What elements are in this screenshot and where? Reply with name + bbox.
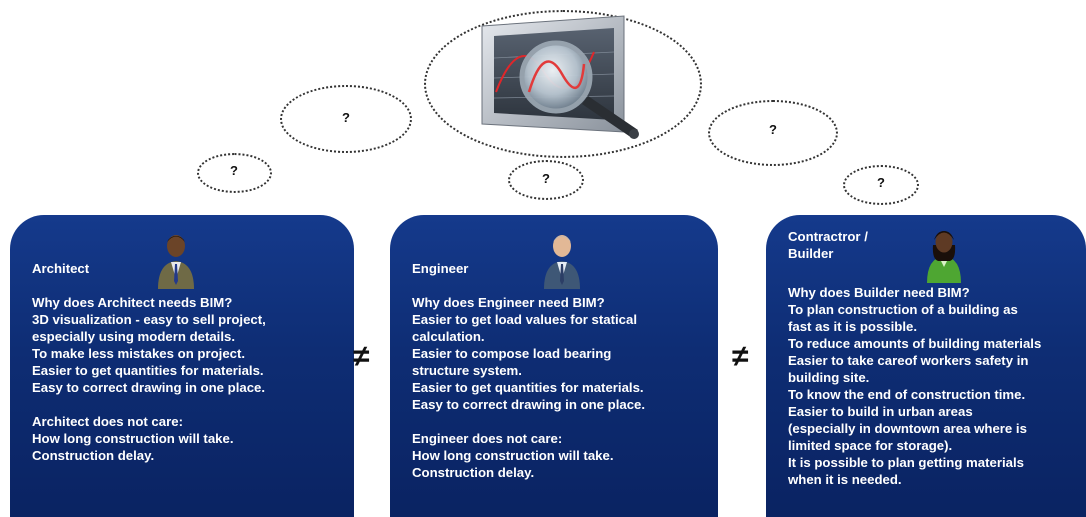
contractor-title-line2: Builder (788, 246, 834, 261)
contractor-title-line1: Contractror / (788, 229, 868, 244)
text-line: when it is needed. (788, 472, 902, 487)
text-line: Easier to build in urban areas (788, 404, 973, 419)
text-line: To reduce amounts of building materials (788, 336, 1042, 351)
text-line: Easier to compose load bearing (412, 346, 612, 361)
text-line: (especially in downtown area where is (788, 421, 1027, 436)
text-line: Engineer does not care: (412, 431, 563, 446)
question-mark: ? (542, 171, 550, 186)
text-line: Easy to correct drawing in one place. (412, 397, 646, 412)
architect-avatar-icon (154, 229, 198, 293)
text-line: Construction delay. (32, 448, 155, 463)
text-line: To know the end of construction time. (788, 387, 1026, 402)
contractor-avatar-icon (922, 225, 966, 287)
text-line: calculation. (412, 329, 485, 344)
text-line: Easier to take careof workers safety in (788, 353, 1029, 368)
text-line: Why does Architect needs BIM? (32, 295, 233, 310)
text-line: Why does Engineer need BIM? (412, 295, 605, 310)
text-line: Construction delay. (412, 465, 535, 480)
thought-bubble-center-main (424, 10, 702, 158)
text-line: structure system. (412, 363, 522, 378)
text-line: 3D visualization - easy to sell project, (32, 312, 266, 327)
engineer-avatar-icon (540, 229, 584, 293)
not-equal-sign: ≠ (732, 340, 749, 373)
thought-bubble-left-large (280, 85, 412, 153)
contractor-card: Contractror / Builder Why does Builder n… (766, 215, 1086, 517)
text-line: To make less mistakes on project. (32, 346, 246, 361)
question-mark: ? (230, 163, 238, 178)
not-equal-sign: ≠ (353, 340, 370, 373)
thought-bubble-right-large (708, 100, 838, 166)
text-line: limited space for storage). (788, 438, 953, 453)
text-line: Easy to correct drawing in one place. (32, 380, 266, 395)
question-mark: ? (769, 122, 777, 137)
text-line: It is possible to plan getting materials (788, 455, 1024, 470)
engineer-card: Engineer Why does Engineer need BIM? Eas… (390, 215, 718, 517)
text-line: fast as it is possible. (788, 319, 917, 334)
text-line: Easier to get quantities for materials. (32, 363, 264, 378)
architect-text: Why does Architect needs BIM? 3D visuali… (32, 294, 346, 464)
question-mark: ? (342, 110, 350, 125)
thought-bubble-right-small (843, 165, 919, 205)
architect-card: Architect Why does Architect needs BIM? … (10, 215, 354, 517)
text-line: Easier to get load values for statical (412, 312, 637, 327)
architect-title: Architect (32, 261, 90, 276)
question-mark: ? (877, 175, 885, 190)
thought-bubble-center-small (508, 160, 584, 200)
bim-magnifier-icon (474, 12, 664, 152)
engineer-text: Why does Engineer need BIM? Easier to ge… (412, 294, 710, 481)
text-line: How long construction will take. (32, 431, 234, 446)
text-line: building site. (788, 370, 870, 385)
text-line: To plan construction of a building as (788, 302, 1018, 317)
contractor-text: Why does Builder need BIM? To plan const… (788, 284, 1078, 488)
text-line: especially using modern details. (32, 329, 236, 344)
text-line: Why does Builder need BIM? (788, 285, 970, 300)
text-line: Architect does not care: (32, 414, 183, 429)
text-line: Easier to get quantities for materials. (412, 380, 644, 395)
engineer-title: Engineer (412, 261, 469, 276)
thought-bubble-left-small (197, 153, 272, 193)
text-line: How long construction will take. (412, 448, 614, 463)
